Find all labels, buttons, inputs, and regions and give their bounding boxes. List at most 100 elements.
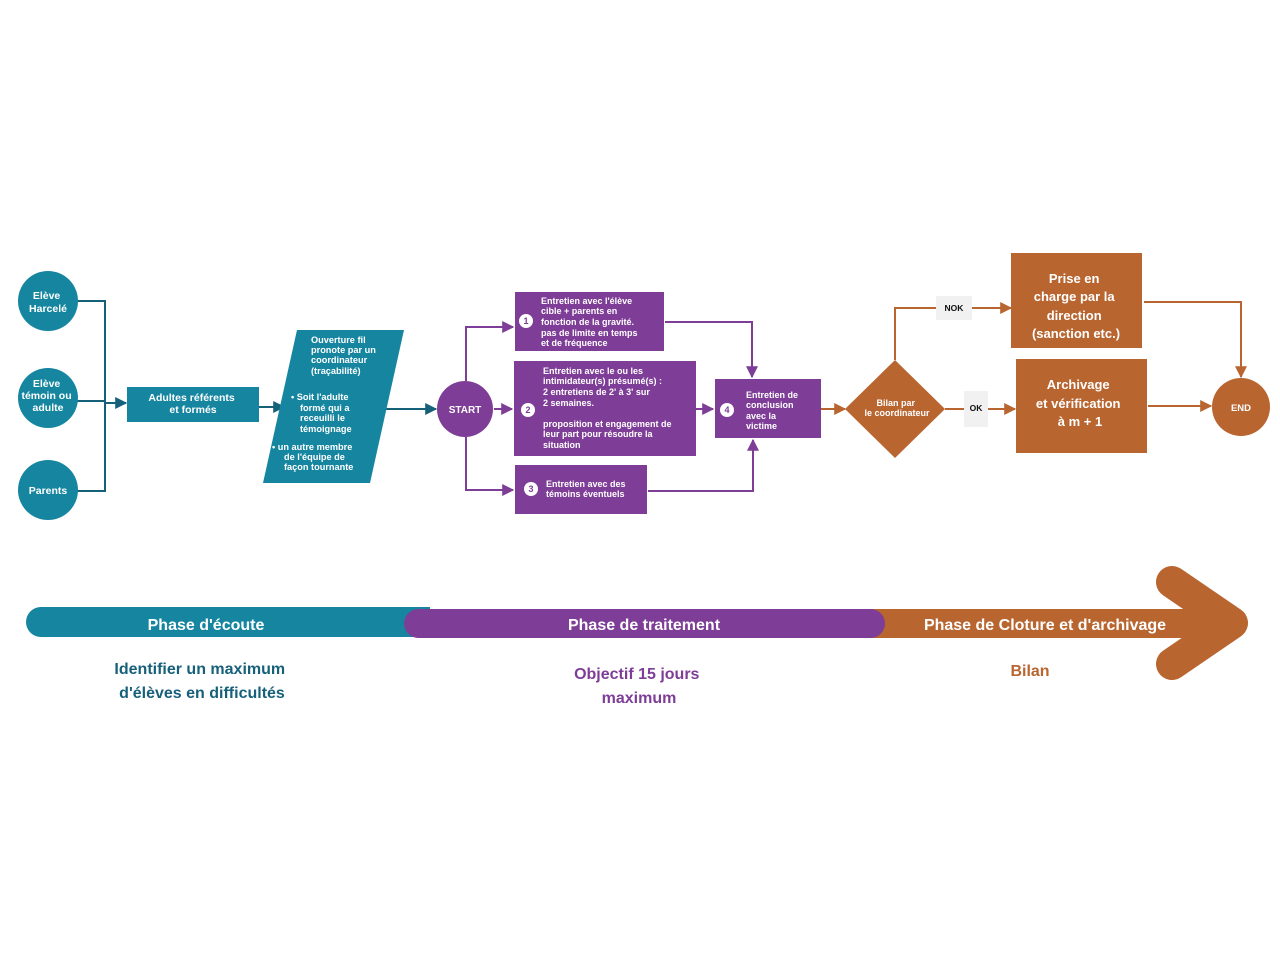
direction-line: charge par la <box>1034 289 1116 304</box>
direction-line: (sanction etc.) <box>1032 326 1120 341</box>
direction-line: Prise en <box>1049 271 1100 286</box>
step-2-line: intimidateur(s) présumé(s) : <box>543 376 662 386</box>
parallelogram-line: receuilli le <box>300 413 345 423</box>
step-4-line: avec la <box>746 411 777 421</box>
phase-label-listening: Phase d'écoute <box>148 617 265 634</box>
step-2-line: Entretien avec le ou les <box>543 366 643 376</box>
step-1-line: cible + parents en <box>541 306 617 316</box>
svg-text:Entretien avec le ou les: Entretien avec le ou les intimidateur(s)… <box>543 366 674 450</box>
parallelogram-line: coordinateur <box>311 355 368 365</box>
direction-box: Prise en charge par la direction (sancti… <box>1011 253 1142 348</box>
step-3-box: 3 Entretien avec des témoins éventuels <box>515 465 647 514</box>
ok-tag: OK <box>964 391 988 427</box>
svg-text:Entretien avec des témoi: Entretien avec des témoins éventuels <box>546 479 628 499</box>
archive-line: Archivage <box>1047 377 1110 392</box>
step-1-line: Entretien avec l'élève <box>541 296 632 306</box>
parallelogram-line: Ouverture fil <box>311 335 366 345</box>
parallelogram-line: formé qui a <box>300 403 350 413</box>
step-1-line: fonction de la gravité. <box>541 317 634 327</box>
nok-tag: NOK <box>936 296 972 320</box>
svg-text:Elève Harcelé: Elève Harcelé <box>29 290 67 315</box>
phase-label-treatment: Phase de traitement <box>568 617 721 634</box>
referents-box: Adultes référents et formés <box>127 387 259 422</box>
phase-label-closing: Phase de Cloture et d'archivage <box>924 617 1166 634</box>
parallelogram-line: pronote par un <box>311 345 376 355</box>
ok-label: OK <box>970 403 984 413</box>
connector-step3-to-step4 <box>648 438 759 492</box>
referents-label-line: Adultes référents <box>148 392 235 404</box>
source-label-line: Elève <box>33 290 61 302</box>
step-1-line: pas de limite en temps <box>541 328 638 338</box>
decision-line: Bilan par <box>876 398 915 408</box>
step-2-line: proposition et engagement de <box>543 419 672 429</box>
step-3-line: témoins éventuels <box>546 489 625 499</box>
parallelogram-line: façon tournante <box>284 462 353 472</box>
phase-bar-listening <box>26 607 430 637</box>
parallelogram-line: • Soit l'adulte <box>291 392 348 402</box>
referents-label-line: et formés <box>169 404 216 416</box>
parallelogram-line: (traçabilité) <box>311 366 361 376</box>
step-2-number: 2 <box>525 405 530 415</box>
phase-bar-closing <box>855 609 1230 638</box>
archive-line: et vérification <box>1036 396 1121 411</box>
pronote-parallelogram: Ouverture fil pronote par un coordinateu… <box>263 330 404 483</box>
phase-timeline: Phase d'écoute Phase de traitement Phase… <box>26 566 1248 707</box>
svg-text:Entretien avec l'élève c: Entretien avec l'élève cible + parents e… <box>541 296 640 348</box>
step-1-number: 1 <box>523 316 528 326</box>
step-4-line: conclusion <box>746 400 794 410</box>
svg-text:Ouverture fil pronote pa: Ouverture fil pronote par un coordinateu… <box>272 335 378 472</box>
source-elève-harcelé: Elève Harcelé <box>18 271 78 331</box>
step-1-line: et de fréquence <box>541 338 608 348</box>
svg-text:Identifier un maximum d': Identifier un maximum d'élèves en diffic… <box>114 661 289 702</box>
step-4-line: Entretien de <box>746 390 798 400</box>
source-label-line: Harcelé <box>29 303 67 315</box>
source-label-line: Parents <box>29 485 68 497</box>
phase-caption-treatment: maximum <box>602 690 677 707</box>
source-label-line: adulte <box>33 402 64 414</box>
connector-step1-to-step4 <box>665 321 758 379</box>
nok-label: NOK <box>945 303 965 313</box>
parallelogram-line: témoignage <box>300 424 352 434</box>
phase-caption-treatment: Objectif 15 jours <box>574 666 699 683</box>
svg-text:Bilan: Bilan <box>1010 663 1049 680</box>
phase-caption-listening: d'élèves en difficultés <box>119 685 285 702</box>
svg-text:Archivage et vérificatio: Archivage et vérification à m + 1 <box>1036 377 1124 429</box>
connector-start-to-step1 <box>465 321 515 381</box>
step-3-number: 3 <box>528 484 533 494</box>
step-2-line: situation <box>543 440 581 450</box>
decision-line: le coordinateur <box>864 408 930 418</box>
step-4-number: 4 <box>724 405 729 415</box>
parallelogram-line: • un autre membre <box>272 442 352 452</box>
phase-caption-closing: Bilan <box>1010 663 1049 680</box>
step-4-line: victime <box>746 421 777 431</box>
phase-arrow-head <box>1156 566 1248 680</box>
archive-line: à m + 1 <box>1058 414 1102 429</box>
end-node: END <box>1212 378 1270 436</box>
connector-start-to-step3 <box>465 437 515 496</box>
step-2-line: leur part pour résoudre la <box>543 429 654 439</box>
parallelogram-line: de l'équipe de <box>284 452 345 462</box>
svg-text:Prise en charge par la: Prise en charge par la direction (sancti… <box>1032 271 1120 341</box>
source-label-line: Elève <box>33 378 61 390</box>
svg-text:Parents: Parents <box>29 485 68 497</box>
step-3-line: Entretien avec des <box>546 479 626 489</box>
start-label: START <box>449 405 482 416</box>
svg-text:Entretien de conclusion: Entretien de conclusion avec la victime <box>746 390 801 431</box>
step-2-box: 2 Entretien avec le ou les intimidateur(… <box>514 361 696 456</box>
source-label-line: témoin ou <box>21 390 71 402</box>
svg-text:Bilan par le coordinateu: Bilan par le coordinateur <box>864 398 930 418</box>
connector-sources-bracket <box>77 300 106 492</box>
decision-diamond: Bilan par le coordinateur <box>845 360 945 458</box>
phase-caption-listening: Identifier un maximum <box>114 661 285 678</box>
step-2-line: 2 entretiens de 2' à 3' sur <box>543 387 650 397</box>
source-parents: Parents <box>18 460 78 520</box>
svg-text:Objectif 15 jours maximu: Objectif 15 jours maximum <box>574 666 704 707</box>
connector-decision-to-nok <box>894 302 1013 360</box>
svg-text:Adultes référents et for: Adultes référents et formés <box>148 392 237 416</box>
step-4-box: 4 Entretien de conclusion avec la victim… <box>715 379 821 438</box>
phase-bar-treatment <box>404 609 885 638</box>
direction-line: direction <box>1047 308 1102 323</box>
source-elève-témoin: Elève témoin ou adulte <box>18 368 78 428</box>
